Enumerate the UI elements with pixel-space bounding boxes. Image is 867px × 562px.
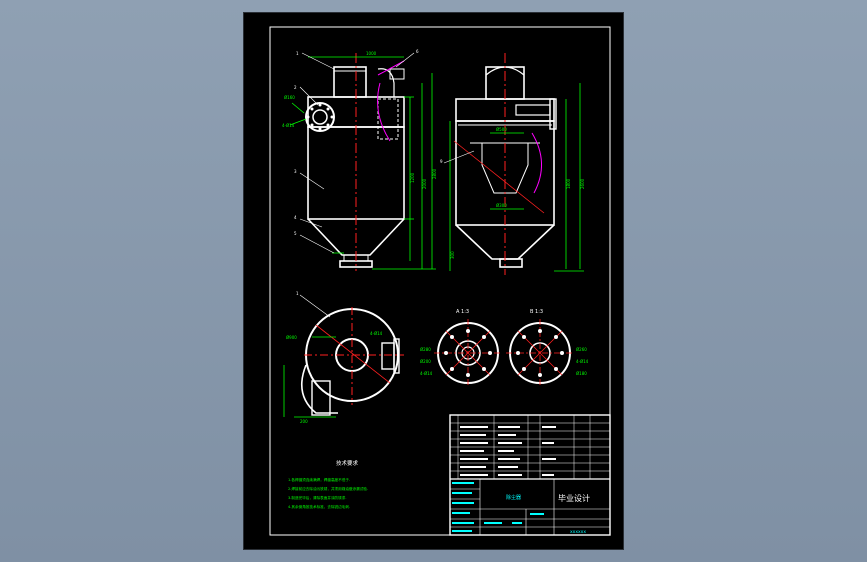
bottom-flange-right	[499, 258, 523, 268]
detail-a-label: A 1:3	[456, 309, 469, 315]
title-block	[449, 414, 611, 536]
dimensions-right	[449, 83, 584, 272]
inlet-flange-left	[305, 102, 335, 132]
svg-text:4: 4	[294, 215, 297, 220]
inner-frame	[269, 26, 611, 536]
svg-text:Ø300: Ø300	[496, 203, 507, 208]
svg-text:9: 9	[440, 159, 443, 164]
svg-text:Ø180: Ø180	[576, 371, 587, 376]
note-item: 2.焊接前应去除油污铁锈，并须用煤油做渗漏试验.	[288, 486, 368, 491]
svg-text:1800: 1800	[566, 178, 571, 189]
note-item: 1.各焊缝须连续满焊，焊缝高度不低于.	[288, 477, 350, 482]
detail-b-label: B 1:3	[530, 309, 543, 315]
svg-text:300: 300	[450, 251, 455, 259]
svg-text:Ø260: Ø260	[576, 347, 587, 352]
svg-text:5: 5	[294, 231, 297, 236]
svg-text:2000: 2000	[422, 178, 427, 189]
technical-notes: 技术要求 1.各焊缝须连续满焊，焊缝高度不低于. 2.焊接前应去除油污铁锈，并须…	[288, 459, 368, 509]
note-item: 3.制造完毕后，清除表面并涂防锈漆.	[288, 495, 346, 500]
svg-text:Ø280: Ø280	[420, 347, 431, 352]
svg-text:1200: 1200	[410, 172, 415, 183]
svg-text:2: 2	[294, 85, 297, 90]
cad-drawing: 1000 1200 2000 2800 Ø160 4-Ø14 123 456	[269, 26, 611, 536]
project-title: 毕业设计	[558, 493, 590, 503]
svg-text:4-Ø14: 4-Ø14	[370, 331, 383, 336]
svg-text:4-Ø14: 4-Ø14	[282, 123, 295, 128]
svg-text:2800: 2800	[432, 168, 437, 179]
note-item: 4.其余倒角按技术标准，去除锐边毛刺.	[288, 504, 350, 509]
svg-text:1: 1	[296, 51, 299, 56]
dimensions-left	[289, 56, 436, 270]
svg-text:Ø200: Ø200	[420, 359, 431, 364]
svg-text:6: 6	[416, 49, 419, 54]
svg-text:3: 3	[294, 169, 297, 174]
svg-text:4-Ø14: 4-Ø14	[420, 371, 433, 376]
svg-text:2600: 2600	[580, 178, 585, 189]
drawing-name: 除尘器	[506, 494, 521, 501]
parts-list-text	[460, 426, 556, 476]
svg-text:4-Ø14: 4-Ø14	[576, 359, 589, 364]
leader-arc	[377, 82, 391, 142]
svg-text:Ø500: Ø500	[496, 127, 507, 132]
svg-text:1: 1	[296, 291, 299, 296]
svg-text:1000: 1000	[366, 51, 377, 56]
svg-text:200: 200	[300, 419, 308, 424]
title-sub: xxxxxx	[570, 530, 586, 535]
svg-text:Ø160: Ø160	[284, 95, 295, 100]
notes-heading: 技术要求	[336, 459, 359, 467]
svg-text:Ø900: Ø900	[286, 335, 297, 340]
